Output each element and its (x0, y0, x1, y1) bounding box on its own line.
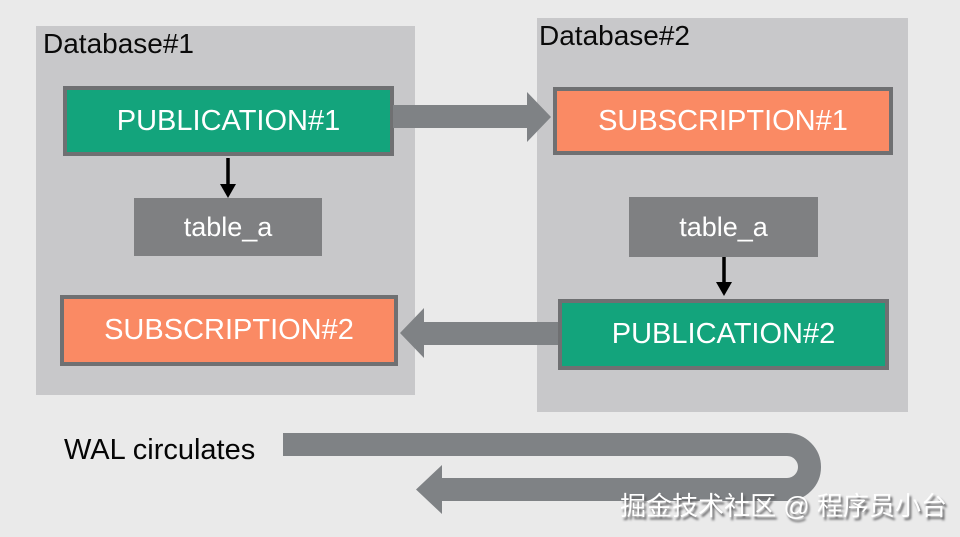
subscription-1-label: SUBSCRIPTION#1 (598, 104, 848, 137)
publication-2-label: PUBLICATION#2 (611, 318, 836, 350)
publication-2-node: PUBLICATION#2 (558, 299, 889, 370)
subscription-1-node: SUBSCRIPTION#1 (553, 87, 893, 155)
publication-1-label: PUBLICATION#1 (116, 104, 341, 137)
subscription-2-node: SUBSCRIPTION#2 (60, 295, 398, 366)
table-a-db2-label: table_a (679, 211, 768, 242)
database-2-title: Database#2 (539, 20, 691, 51)
database-1-title: Database#1 (43, 28, 195, 59)
database-2-panel: Database#2 SUBSCRIPTION#1 table_a PUBLIC… (537, 18, 908, 412)
arrow-pub1-to-sub1-icon (393, 92, 551, 142)
table-a-db1-label: table_a (183, 211, 273, 242)
arrow-pub2-to-sub2-icon (400, 308, 558, 358)
table-a-db2-node: table_a (629, 197, 818, 257)
publication-1-node: PUBLICATION#1 (63, 86, 394, 156)
wal-circulates-label: WAL circulates (64, 434, 256, 466)
watermark-text: 掘金技术社区 @ 程序员小台 (620, 491, 947, 521)
database-1-panel: Database#1 PUBLICATION#1 table_a SUBSCRI… (36, 26, 415, 395)
subscription-2-label: SUBSCRIPTION#2 (104, 314, 354, 346)
table-a-db1-node: table_a (134, 198, 322, 256)
